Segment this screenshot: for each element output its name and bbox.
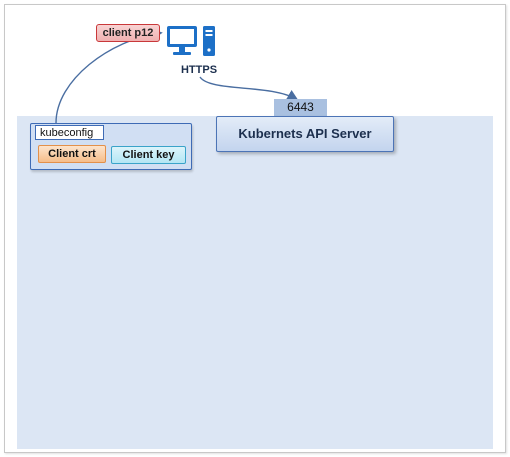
client-key-box: Client key [111,146,186,164]
api-server-box: Kubernets API Server [216,116,394,152]
https-label: HTTPS [180,64,218,76]
client-p12-tag: client p12 [96,24,160,42]
desktop-computer-icon [167,26,215,56]
cluster-area [17,116,493,449]
kubeconfig-title: kubeconfig [35,125,104,140]
client-crt-box: Client crt [38,145,106,163]
kubeconfig-box: kubeconfig Client crt Client key [30,123,192,170]
port-label: 6443 [274,99,327,116]
